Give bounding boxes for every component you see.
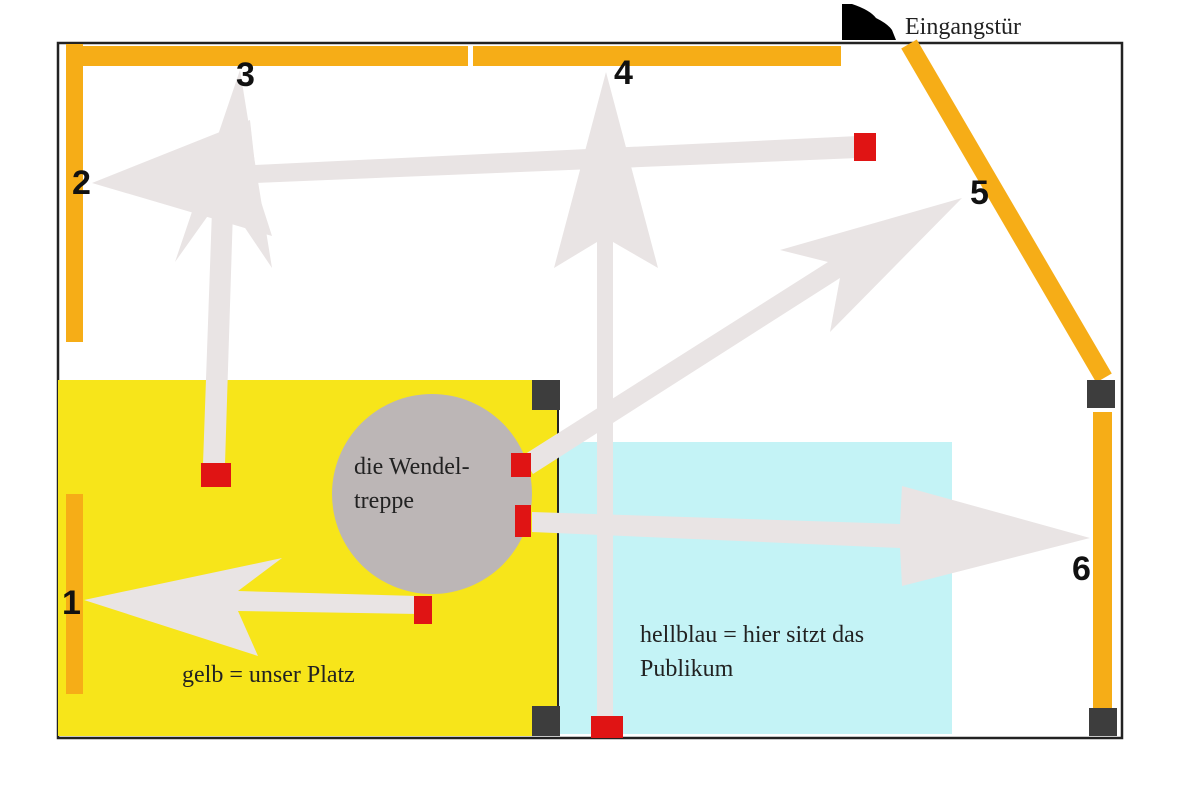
audience-area bbox=[558, 442, 952, 734]
pillar bbox=[1087, 380, 1115, 408]
position-marker bbox=[201, 463, 231, 487]
position-marker bbox=[854, 133, 876, 161]
wall-number-4: 4 bbox=[614, 54, 633, 92]
wall-number-3: 3 bbox=[236, 56, 255, 94]
audience-label-line1: hellblau = hier sitzt das bbox=[640, 622, 864, 648]
spiral-staircase bbox=[332, 394, 532, 594]
wall-number-1: 1 bbox=[62, 584, 81, 622]
sight-arrows bbox=[84, 70, 1090, 716]
arrow-to-wall-1 bbox=[84, 558, 418, 656]
pillar bbox=[532, 380, 560, 410]
stair-label-line2: treppe bbox=[354, 488, 414, 514]
wall-3 bbox=[66, 46, 468, 66]
pillar bbox=[1089, 708, 1117, 736]
arrow-to-wall-3 bbox=[175, 70, 272, 464]
our-place-label: gelb = unser Platz bbox=[182, 662, 355, 688]
position-marker bbox=[414, 596, 432, 624]
arrow-to-wall-4 bbox=[554, 72, 658, 716]
position-marker bbox=[515, 505, 531, 537]
wall-6 bbox=[1093, 412, 1112, 708]
wall-2 bbox=[66, 44, 83, 342]
arrow-to-wall-5 bbox=[522, 198, 962, 474]
wall-5 bbox=[901, 39, 1112, 383]
wall-number-5: 5 bbox=[970, 174, 989, 212]
stair-label-line1: die Wendel- bbox=[354, 454, 470, 480]
wall-1 bbox=[66, 494, 83, 694]
audience-label-line2: Publikum bbox=[640, 656, 734, 682]
wall-number-2: 2 bbox=[72, 164, 91, 202]
arrow-to-wall-6 bbox=[532, 486, 1090, 586]
door-label: Eingangstür bbox=[905, 14, 1021, 40]
arrow-to-wall-2 bbox=[92, 120, 858, 236]
wall-number-6: 6 bbox=[1072, 550, 1091, 588]
wall-4 bbox=[473, 46, 841, 66]
position-marker bbox=[591, 716, 623, 738]
position-marker bbox=[511, 453, 531, 477]
door-icon bbox=[842, 4, 896, 40]
pillar bbox=[532, 706, 560, 736]
